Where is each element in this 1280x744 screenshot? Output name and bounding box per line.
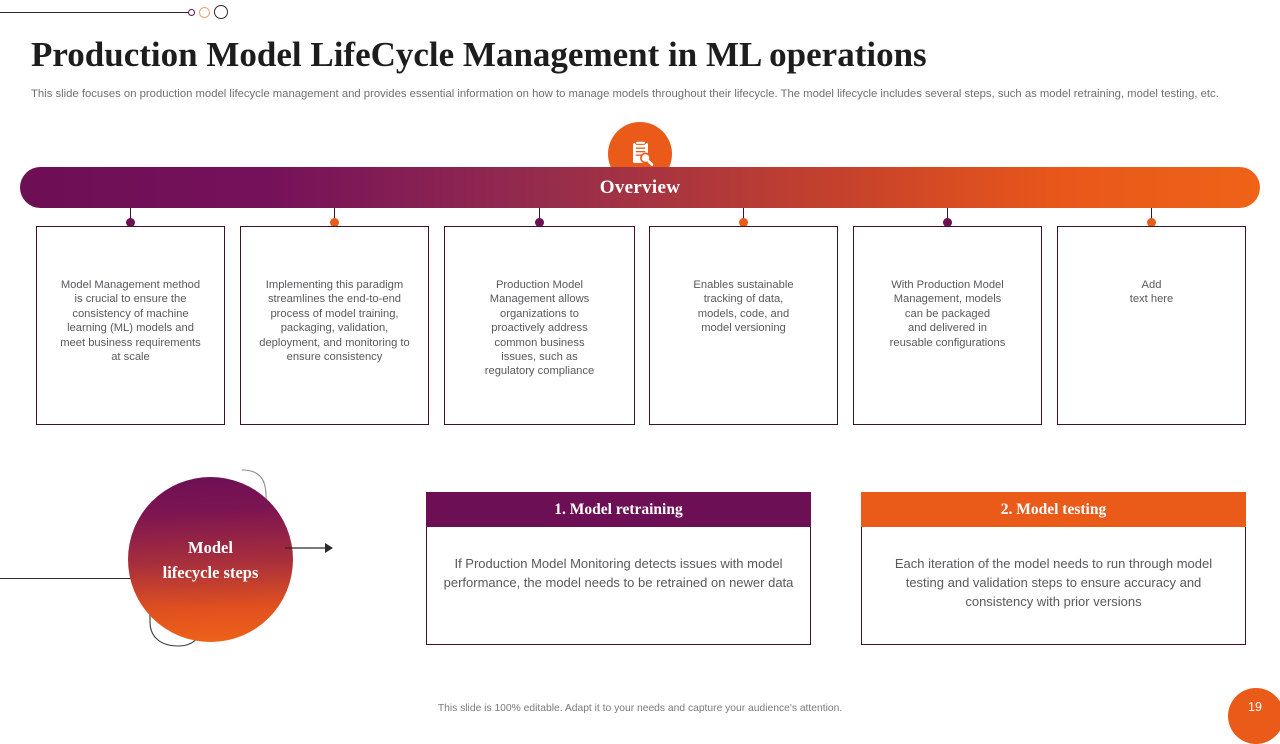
card-connector-line bbox=[742, 205, 745, 223]
step-panel-body: Each iteration of the model needs to run… bbox=[861, 527, 1246, 645]
decorative-circle-large-icon bbox=[214, 5, 228, 19]
lifecycle-graphic: Model lifecycle steps bbox=[120, 462, 340, 662]
info-card[interactable]: With Production Model Management, models… bbox=[853, 226, 1042, 425]
card-connector-line bbox=[333, 205, 336, 223]
page-number-label: 19 bbox=[1248, 700, 1262, 714]
info-card-text: Implementing this paradigm streamlines t… bbox=[259, 279, 410, 364]
lifecycle-circle: Model lifecycle steps bbox=[128, 477, 293, 642]
info-card[interactable]: Production Model Management allows organ… bbox=[444, 226, 635, 425]
slide-canvas: Production Model LifeCycle Management in… bbox=[0, 5, 1280, 744]
info-card[interactable]: Model Management method is crucial to en… bbox=[36, 226, 225, 425]
header-rule bbox=[0, 12, 190, 13]
lifecycle-label: Model lifecycle steps bbox=[162, 537, 259, 582]
step-panel-text: If Production Model Monitoring detects i… bbox=[443, 556, 794, 590]
info-card-text: Production Model Management allows organ… bbox=[484, 279, 595, 378]
card-connector-line bbox=[946, 205, 949, 223]
overview-banner-label: Overview bbox=[599, 176, 681, 198]
card-connector-dot bbox=[1147, 218, 1156, 227]
left-connector-rule bbox=[0, 578, 150, 580]
card-connector-line bbox=[538, 205, 541, 223]
decorative-circle-medium-icon bbox=[199, 7, 210, 18]
info-card-text: Model Management method is crucial to en… bbox=[60, 279, 201, 364]
step-panel-text: Each iteration of the model needs to run… bbox=[894, 556, 1213, 609]
overview-banner: Overview bbox=[20, 167, 1260, 208]
card-connector-line bbox=[1150, 205, 1153, 223]
page-title: Production Model LifeCycle Management in… bbox=[31, 35, 927, 74]
lifecycle-arrow-icon bbox=[285, 536, 335, 565]
step-panel[interactable]: 1. Model retraining If Production Model M… bbox=[426, 492, 811, 645]
step-panel-heading: 2. Model testing bbox=[861, 492, 1246, 527]
step-panel-body: If Production Model Monitoring detects i… bbox=[426, 527, 811, 645]
card-connector-dot bbox=[330, 218, 339, 227]
page-subtitle: This slide focuses on production model l… bbox=[31, 88, 1219, 100]
card-connector-dot bbox=[535, 218, 544, 227]
info-card-text: Enables sustainable tracking of data, mo… bbox=[693, 279, 794, 335]
card-connector-dot bbox=[126, 218, 135, 227]
info-card[interactable]: Implementing this paradigm streamlines t… bbox=[240, 226, 429, 425]
card-connector-line bbox=[129, 205, 132, 223]
step-panel-heading: 1. Model retraining bbox=[426, 492, 811, 527]
info-card[interactable]: Enables sustainable tracking of data, mo… bbox=[649, 226, 838, 425]
page-number-badge bbox=[1228, 688, 1280, 744]
info-card[interactable]: Add text here bbox=[1057, 226, 1246, 425]
decorative-circle-small-icon bbox=[188, 9, 195, 16]
card-connector-dot bbox=[943, 218, 952, 227]
info-card-text: Add text here bbox=[1129, 279, 1174, 306]
footer-note: This slide is 100% editable. Adapt it to… bbox=[437, 703, 843, 714]
info-card-text: With Production Model Management, models… bbox=[889, 279, 1006, 349]
card-connector-dot bbox=[739, 218, 748, 227]
